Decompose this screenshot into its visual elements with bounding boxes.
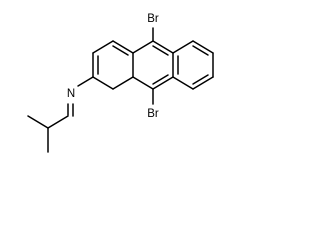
chemical-structure-diagram: Br Br N [27,13,214,153]
bond-methyl-up [27,115,49,129]
bond [152,76,174,90]
bond [112,76,134,90]
double-bond-inner [112,45,129,56]
double-bond-inner [152,45,169,56]
bond-chain [47,115,69,129]
bond-c-n [77,76,94,87]
bond [112,40,134,54]
bond [172,40,194,54]
ring-right [172,40,214,90]
bromine-bottom-label: Br [147,108,159,120]
bond [132,40,154,54]
bromine-top-label: Br [147,13,159,25]
double-bond-inner [152,74,169,85]
double-bond-inner [192,74,209,85]
bond [192,40,214,54]
structure-canvas: Br Br N [27,13,214,153]
ring-left [92,40,134,90]
bond [132,76,154,90]
bond [152,40,174,54]
nitrogen-label: N [67,88,75,100]
bond [192,76,214,90]
bond [92,40,114,54]
bond [172,76,194,90]
bond [92,76,114,90]
double-bond-inner [192,45,209,56]
ring-middle [132,40,174,90]
